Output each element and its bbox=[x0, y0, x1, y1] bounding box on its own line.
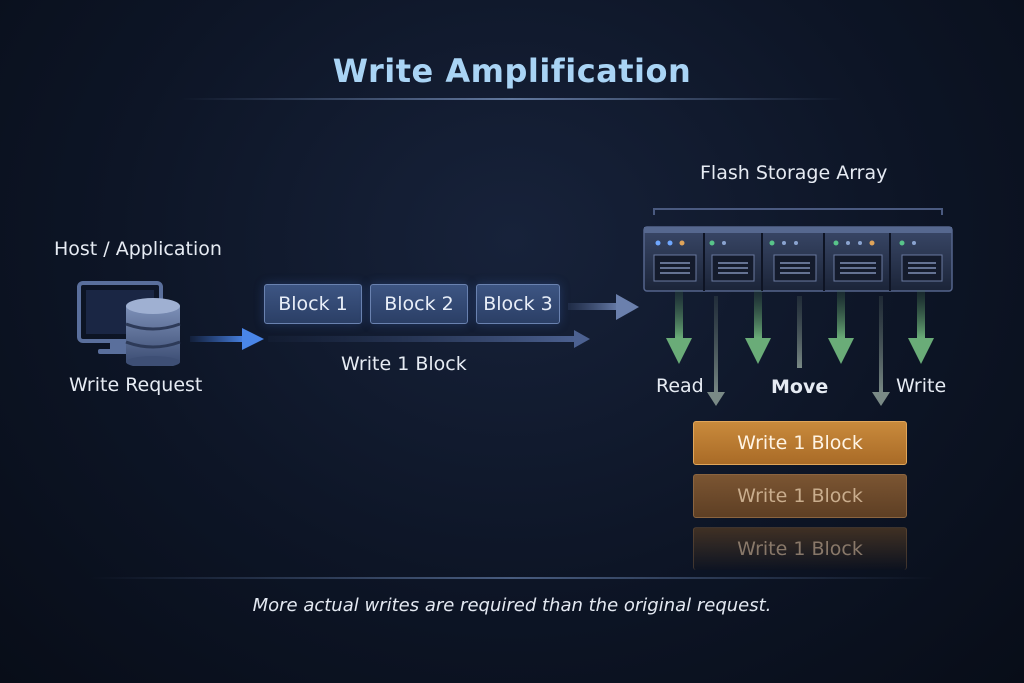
move-arrow-mid-1 bbox=[745, 290, 771, 364]
flash-storage-array-icon bbox=[643, 208, 953, 292]
write-block-box-2: Write 1 Block bbox=[693, 474, 907, 518]
write-block-box-3: Write 1 Block bbox=[693, 527, 907, 570]
move-arrow-left bbox=[707, 296, 725, 406]
page-title: Write Amplification bbox=[332, 52, 692, 90]
block-3: Block 3 bbox=[476, 284, 560, 324]
operation-arrows-icon bbox=[666, 290, 934, 406]
block-1: Block 1 bbox=[264, 284, 362, 324]
computer-database-icon bbox=[77, 281, 181, 366]
write-request-label: Write Request bbox=[69, 374, 203, 396]
request-arrow-icon bbox=[190, 328, 264, 350]
bottom-divider bbox=[90, 577, 934, 579]
move-arrow-right bbox=[872, 296, 890, 406]
storage-arrow-icon bbox=[568, 294, 639, 320]
read-label: Read bbox=[656, 375, 704, 397]
block-2: Block 2 bbox=[370, 284, 468, 324]
write-block-box-1: Write 1 Block bbox=[693, 421, 907, 465]
read-arrow bbox=[666, 290, 692, 364]
host-label: Host / Application bbox=[54, 238, 222, 260]
title-divider bbox=[180, 98, 844, 100]
move-label: Move bbox=[771, 376, 829, 398]
flow-arrow-icon bbox=[268, 330, 590, 348]
move-arrow-center bbox=[797, 296, 802, 368]
write-label: Write bbox=[896, 375, 947, 397]
storage-label: Flash Storage Array bbox=[700, 162, 888, 184]
write-arrow bbox=[908, 290, 934, 364]
move-arrow-mid-2 bbox=[828, 290, 854, 364]
flow-label: Write 1 Block bbox=[341, 353, 467, 375]
database-icon bbox=[125, 298, 181, 366]
caption: More actual writes are required than the… bbox=[252, 595, 772, 616]
